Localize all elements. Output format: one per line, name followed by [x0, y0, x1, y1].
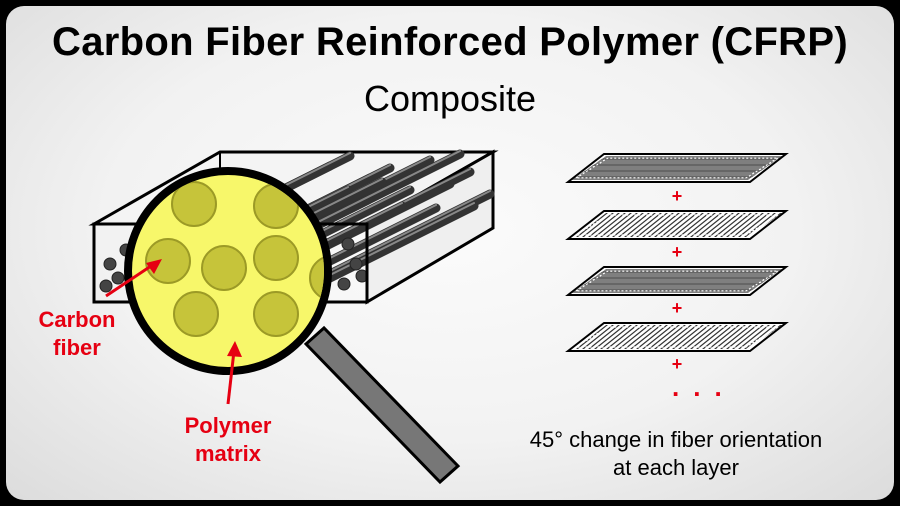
polymer-matrix-label: Polymer matrix [168, 412, 288, 468]
ellipsis: ... [672, 372, 736, 402]
carbon-fiber-rod [305, 201, 479, 293]
cfrp-illustration [88, 149, 789, 485]
plus-sign: + [671, 242, 683, 262]
fiber-cross-section [309, 255, 324, 301]
caption-line1: 45° change in fiber orientation [529, 427, 823, 452]
page-title: Carbon Fiber Reinforced Polymer (CFRP) [52, 20, 848, 64]
carbon-fiber-end [337, 277, 351, 291]
annotation-arrows [105, 259, 242, 405]
carbon-fiber-end [341, 237, 355, 251]
carbon-fiber-label-line2: fiber [53, 335, 101, 360]
diagram-frame: Carbon Fiber Reinforced Polymer (CFRP) C… [6, 6, 894, 500]
caption-line2: at each layer [613, 455, 739, 480]
carbon-fiber-end [349, 257, 363, 271]
layer-caption: 45° change in fiber orientation at each … [476, 426, 876, 482]
carbon-fiber-rod [291, 149, 465, 241]
carbon-fiber-label: Carbon fiber [22, 306, 132, 362]
carbon-fiber-end [111, 271, 125, 285]
polymer-matrix-label-line1: Polymer [184, 413, 272, 438]
fiber-cross-section [253, 235, 299, 281]
carbon-fiber-end [103, 257, 117, 271]
composite-layer [565, 210, 789, 240]
layer-stack [565, 153, 789, 352]
fiber-cross-section [201, 245, 247, 291]
plus-sign: + [671, 186, 683, 206]
plus-sign: + [671, 298, 683, 318]
fiber-cross-sections [145, 181, 324, 337]
plus-sign: + [671, 354, 683, 374]
fiber-cross-section [173, 291, 219, 337]
fiber-cross-section [171, 181, 217, 227]
fiber-cross-section [253, 291, 299, 337]
carbon-fiber-end [99, 279, 113, 293]
magnifier-handle [303, 325, 461, 485]
composite-layer [565, 322, 789, 352]
fiber-cross-section [145, 238, 191, 284]
page-subtitle: Composite [363, 78, 537, 119]
polymer-matrix-label-line2: matrix [194, 441, 262, 466]
carbon-fiber-label-line1: Carbon [38, 307, 116, 332]
magnifier-lens [124, 167, 332, 375]
